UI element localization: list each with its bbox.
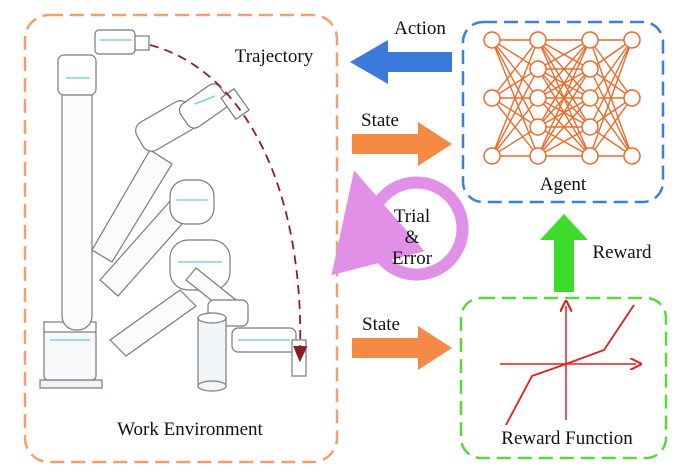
network-node bbox=[581, 89, 599, 107]
ampersand-label: & bbox=[405, 227, 420, 248]
reward-function-label: Reward Function bbox=[501, 428, 633, 449]
network-edge bbox=[491, 39, 539, 157]
network-node bbox=[581, 60, 599, 78]
network-edge bbox=[537, 39, 591, 157]
neural-network-graphic bbox=[483, 31, 641, 165]
network-edge bbox=[491, 97, 539, 157]
network-node bbox=[529, 31, 547, 49]
network-edge bbox=[491, 68, 539, 99]
network-edge bbox=[491, 39, 539, 99]
action-arrow: Action bbox=[350, 18, 452, 84]
trajectory-label: Trajectory bbox=[235, 46, 314, 67]
trajectory-path bbox=[149, 44, 308, 363]
agent-label: Agent bbox=[540, 174, 587, 195]
network-edge bbox=[589, 97, 633, 157]
network-node bbox=[623, 147, 641, 165]
network-edge bbox=[589, 39, 633, 128]
reward-curve bbox=[505, 304, 635, 426]
state-label-top: State bbox=[361, 110, 399, 131]
robot-arm-illustration bbox=[39, 29, 307, 392]
network-node bbox=[581, 118, 599, 136]
network-edge bbox=[589, 39, 633, 157]
network-edge bbox=[537, 39, 591, 70]
network-edge bbox=[491, 126, 539, 157]
network-node bbox=[529, 60, 547, 78]
work-environment-label: Work Environment bbox=[117, 419, 263, 440]
network-edge bbox=[491, 39, 539, 70]
work-environment-border bbox=[23, 13, 339, 464]
network-node bbox=[529, 118, 547, 136]
network-node bbox=[529, 147, 547, 165]
network-node bbox=[581, 31, 599, 49]
network-edge bbox=[537, 97, 591, 157]
state-arrow-bottom: State bbox=[352, 314, 452, 370]
network-node bbox=[483, 147, 501, 165]
network-edge bbox=[589, 39, 633, 99]
agent-panel: Agent bbox=[461, 20, 665, 204]
network-node bbox=[581, 147, 599, 165]
network-node bbox=[529, 89, 547, 107]
reward-label: Reward bbox=[592, 242, 652, 263]
cycle-arrow bbox=[331, 170, 469, 281]
trial-label: Trial bbox=[394, 206, 430, 227]
reward-function-border bbox=[459, 296, 668, 460]
network-edge bbox=[537, 39, 591, 128]
network-edge bbox=[537, 39, 591, 99]
state-arrow-top: State bbox=[352, 110, 452, 166]
network-node bbox=[623, 31, 641, 49]
reward-function-panel: Reward Function bbox=[459, 296, 668, 460]
agent-border bbox=[461, 20, 665, 204]
network-edge bbox=[537, 126, 591, 157]
action-label: Action bbox=[394, 18, 446, 39]
network-edge bbox=[491, 68, 539, 157]
state-label-bottom: State bbox=[362, 314, 400, 335]
network-edge bbox=[537, 68, 591, 157]
network-node bbox=[623, 89, 641, 107]
network-node bbox=[483, 89, 501, 107]
error-label: Error bbox=[392, 248, 433, 269]
reward-arrow: Reward bbox=[540, 214, 652, 292]
work-environment-panel: Trajectory Work Environment bbox=[23, 13, 339, 464]
trial-error-cycle: Trial & Error bbox=[331, 170, 469, 281]
network-node bbox=[483, 31, 501, 49]
